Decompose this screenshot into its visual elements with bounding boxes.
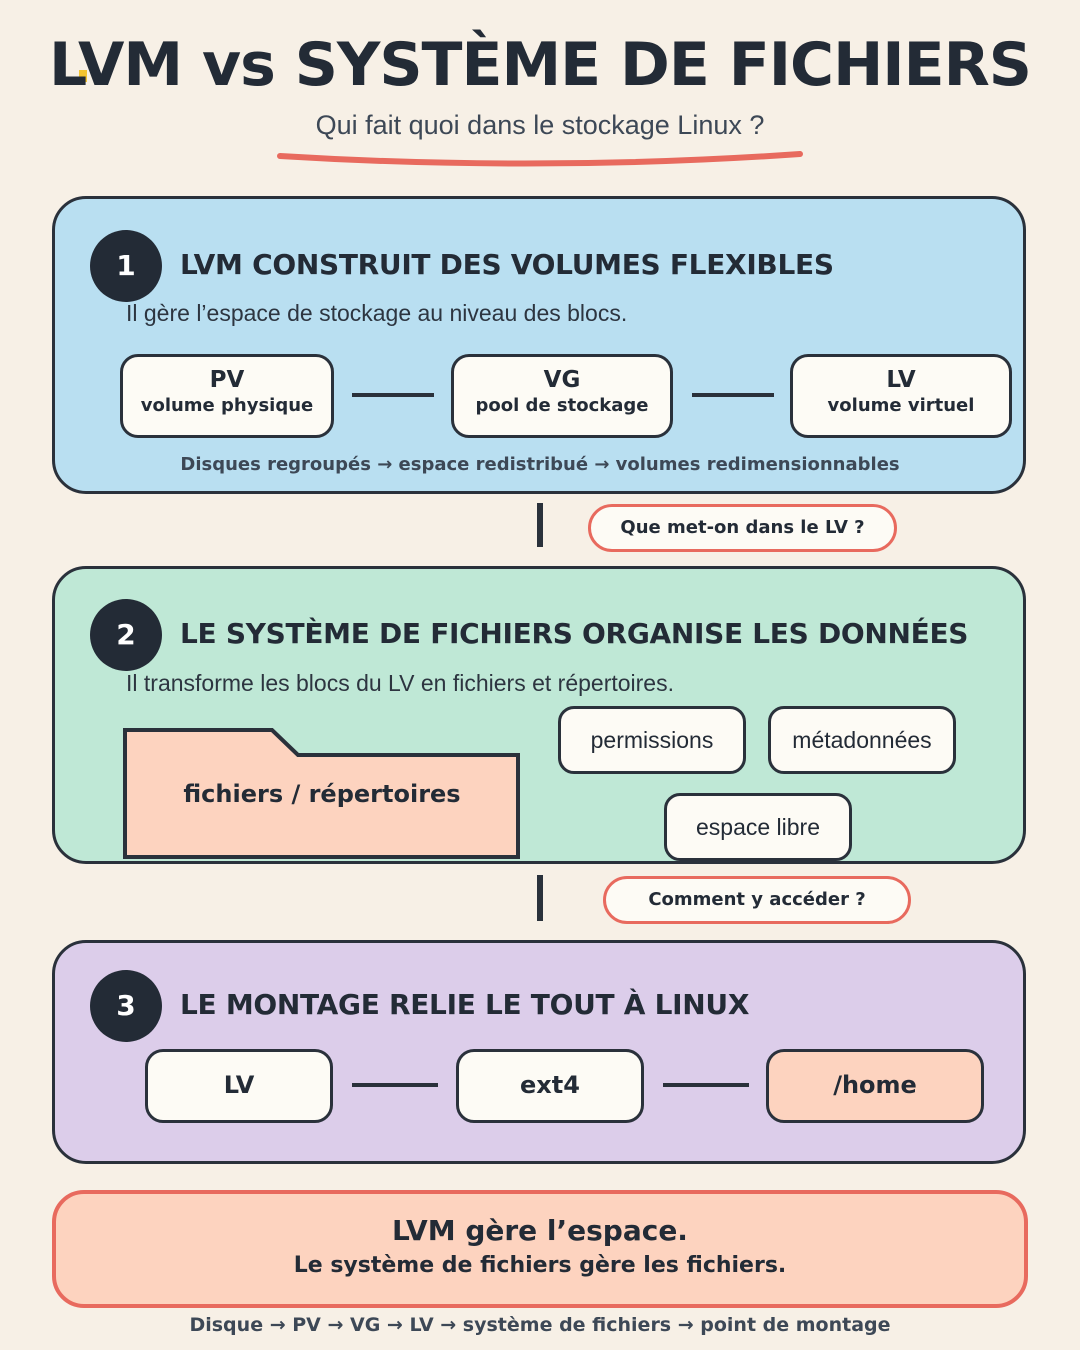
section-1-heading: LVM CONSTRUIT DES VOLUMES FLEXIBLES bbox=[180, 248, 834, 281]
vg-lv-connector bbox=[692, 393, 774, 397]
vg-sublabel: pool de stockage bbox=[475, 395, 649, 416]
section-1-flow: Disques regroupés → espace redistribué →… bbox=[180, 454, 900, 475]
subtitle-underline bbox=[277, 151, 803, 167]
lv-label: LV bbox=[886, 367, 916, 393]
vg-box: VG pool de stockage bbox=[451, 354, 673, 438]
section-2-description: Il transforme les blocs du LV en fichier… bbox=[126, 670, 674, 696]
folder-label: fichiers / répertoires bbox=[183, 780, 461, 808]
tag-free-space: espace libre bbox=[664, 793, 852, 861]
section-3-number: 3 bbox=[90, 970, 162, 1042]
ext4-home-connector bbox=[663, 1083, 749, 1087]
summary-box: LVM gère l’espace. Le système de fichier… bbox=[52, 1190, 1028, 1308]
title-part1: LVM vs bbox=[48, 30, 295, 100]
connector-2-question: Comment y accéder ? bbox=[603, 876, 911, 924]
vg-label: VG bbox=[543, 367, 581, 393]
tag-permissions: permissions bbox=[558, 706, 746, 774]
section-lvm-panel bbox=[52, 196, 1026, 494]
section-1-number: 1 bbox=[90, 230, 162, 302]
section-3-heading: LE MONTAGE RELIE LE TOUT À LINUX bbox=[180, 988, 750, 1021]
tag-metadata: métadonnées bbox=[768, 706, 956, 774]
lv-ext4-connector bbox=[352, 1083, 438, 1087]
page-title: LVM vs SYSTÈME DE FICHIERS bbox=[0, 30, 1080, 100]
section-1-description: Il gère l’espace de stockage au niveau d… bbox=[126, 300, 628, 326]
pv-label: PV bbox=[209, 367, 245, 393]
summary-line-2: Le système de fichiers gère les fichiers… bbox=[293, 1253, 787, 1278]
pv-box: PV volume physique bbox=[120, 354, 334, 438]
connector-1-line bbox=[537, 503, 543, 547]
mount-ext4-box: ext4 bbox=[456, 1049, 644, 1123]
summary-line-1: LVM gère l’espace. bbox=[392, 1214, 688, 1247]
folder-icon bbox=[123, 728, 520, 859]
pv-vg-connector bbox=[352, 393, 434, 397]
section-2-number: 2 bbox=[90, 599, 162, 671]
connector-2-line bbox=[537, 875, 543, 921]
section-2-heading: LE SYSTÈME DE FICHIERS ORGANISE LES DONN… bbox=[180, 617, 969, 650]
footer-flow: Disque → PV → VG → LV → système de fichi… bbox=[189, 1314, 891, 1336]
mount-lv-box: LV bbox=[145, 1049, 333, 1123]
connector-1-question: Que met-on dans le LV ? bbox=[588, 504, 897, 552]
title-part2: SYSTÈME DE FICHIERS bbox=[294, 30, 1032, 100]
pv-sublabel: volume physique bbox=[140, 395, 314, 416]
lv-sublabel: volume virtuel bbox=[827, 395, 975, 416]
lv-box: LV volume virtuel bbox=[790, 354, 1012, 438]
page-subtitle: Qui fait quoi dans le stockage Linux ? bbox=[315, 110, 765, 140]
mount-home-box: /home bbox=[766, 1049, 984, 1123]
